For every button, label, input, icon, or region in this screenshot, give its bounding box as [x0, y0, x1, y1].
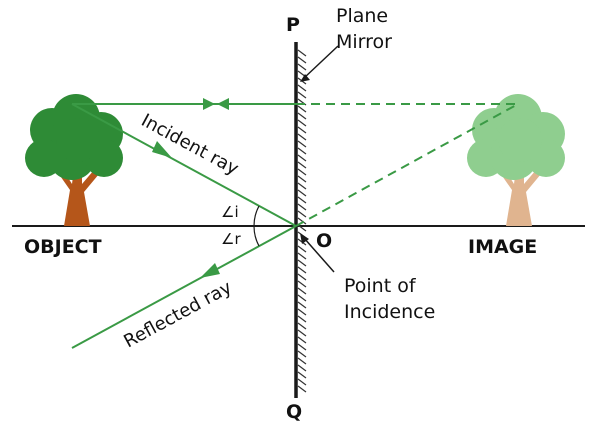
image-tree: [467, 94, 565, 226]
incidence-pointer: [300, 233, 335, 273]
mirror-name-line1: Plane: [336, 5, 388, 27]
incidence-label-line1: Point of: [344, 275, 417, 297]
incident-ray: [71, 103, 297, 227]
image-tree-foliage: [467, 94, 565, 180]
object-label: OBJECT: [24, 236, 102, 258]
normal-ray-arrow-right: [203, 98, 215, 110]
angle-r-arc: [253, 225, 260, 247]
mirror-name-line2: Mirror: [336, 31, 392, 53]
image-label: IMAGE: [468, 236, 537, 258]
arrowheads: [152, 98, 229, 278]
reflected-ray-label: Reflected ray: [120, 277, 235, 353]
rays: [71, 103, 519, 349]
reflected-ray: [71, 225, 297, 349]
virtual-ray: [295, 103, 519, 227]
mirror-top-label: P: [286, 14, 300, 36]
angle-i-label: ∠i: [221, 203, 239, 221]
mirror-pointer: [300, 45, 339, 82]
normal-ray-arrow-left: [217, 98, 229, 110]
incidence-label-line2: Incidence: [344, 301, 435, 323]
mirror-bottom-label: Q: [286, 401, 302, 423]
object-tree-foliage: [25, 94, 123, 180]
reflected-ray-arrow: [200, 263, 220, 278]
image-tree-trunk: [498, 168, 541, 226]
object-tree: [25, 94, 123, 226]
object-tree-trunk: [56, 168, 99, 226]
origin-label: O: [316, 230, 332, 252]
incident-ray-arrow: [152, 141, 172, 158]
angle-r-label: ∠r: [221, 230, 241, 248]
mirror-hatching: [297, 49, 307, 393]
angle-i-arc: [253, 205, 260, 227]
